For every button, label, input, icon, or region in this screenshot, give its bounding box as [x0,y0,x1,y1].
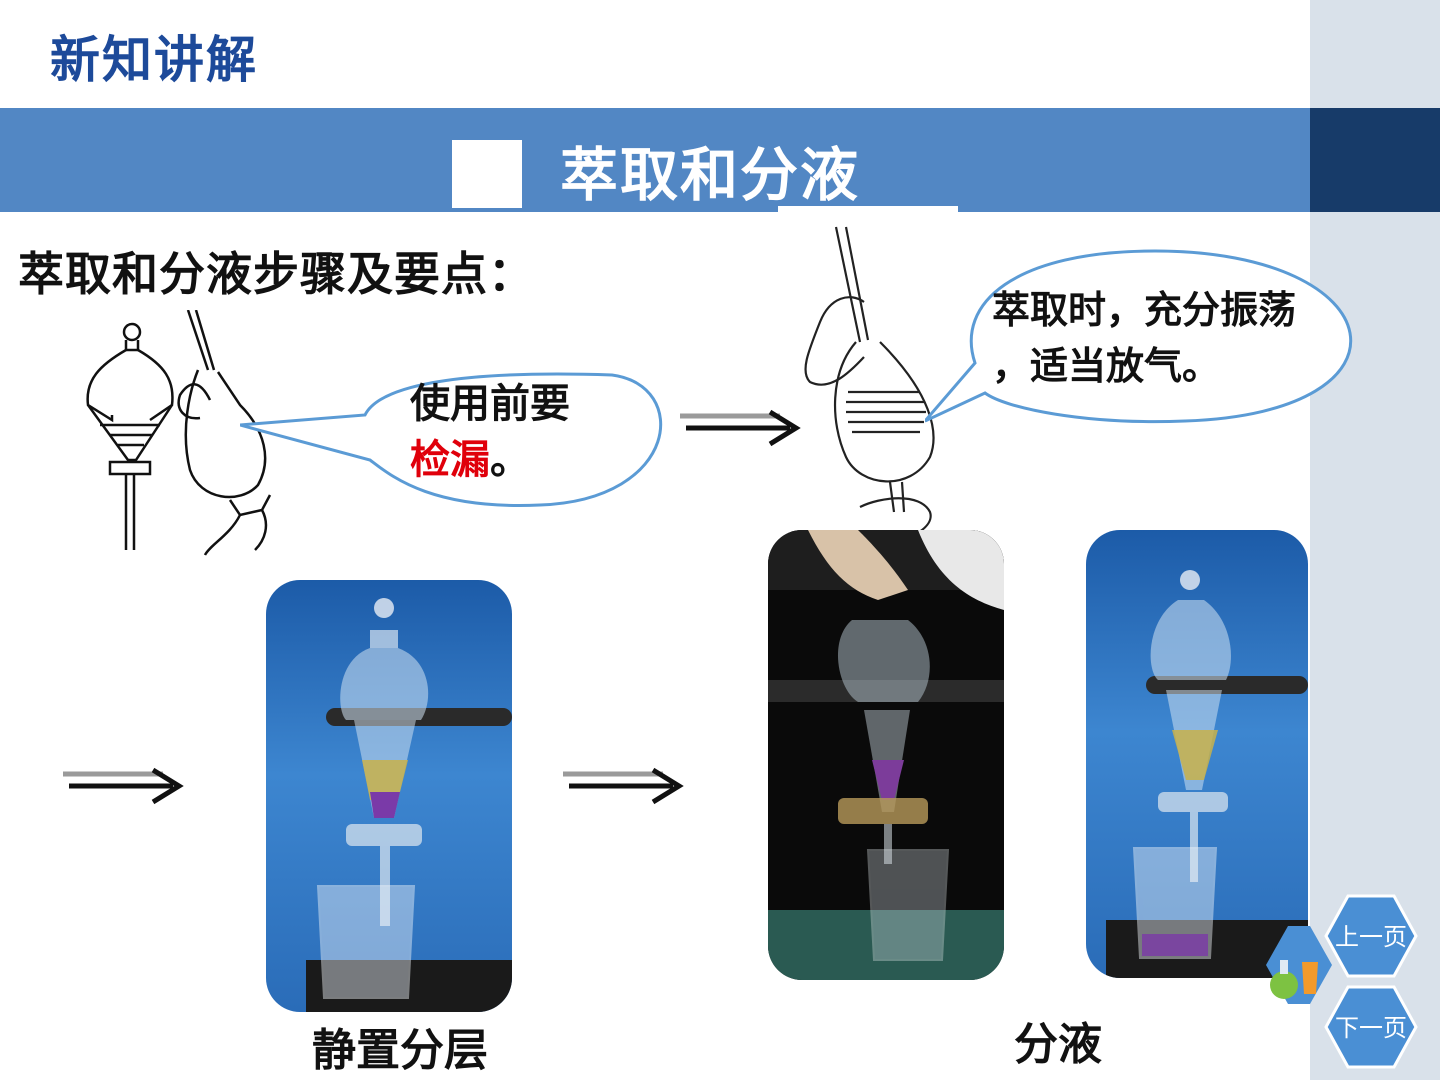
next-page-button[interactable]: 下一页 [1324,984,1418,1070]
steps-subtitle: 萃取和分液步骤及要点： [18,247,535,301]
flask-icon [1270,960,1318,999]
nav-cluster [1266,926,1332,1004]
photo-separating-dark [768,530,1004,980]
separatory-funnel-drawing [86,310,272,556]
section-title: 萃取和分液 [560,141,861,209]
speech-bubble-shake-vent [925,249,1353,424]
bubble2-text: 萃取时，充分振荡 ，适当放气。 [992,282,1296,394]
prev-page-label: 上一页 [1335,923,1407,951]
leak-check-highlight: 检漏 [410,437,490,483]
bubble1-text: 使用前要 检漏。 [410,376,570,488]
next-page-label: 下一页 [1335,1014,1407,1042]
bubble1-line2: 检漏。 [410,432,570,488]
page-title: 新知讲解 [50,31,258,89]
photo-settling-layers [266,580,512,1012]
right-accent-block [1310,108,1440,212]
bubble1-suffix: 。 [490,437,530,483]
title-square-decoration [452,140,522,208]
bubble2-line1: 萃取时，充分振荡 [992,288,1297,332]
caption-separate: 分液 [1014,1019,1102,1070]
arrow-right-icon [680,409,801,447]
shaking-funnel-drawing [804,226,935,542]
bubble1-line1: 使用前要 [410,381,570,427]
arrow-right-icon [63,767,184,805]
bubble2-line2: ，适当放气。 [992,344,1221,388]
caption-settle-layers: 静置分层 [312,1025,488,1076]
title-tab-decoration [778,206,958,214]
prev-page-button[interactable]: 上一页 [1324,893,1418,979]
speech-bubble-leak-check [240,372,663,507]
header-band [0,108,1310,212]
arrow-right-icon [563,767,684,805]
